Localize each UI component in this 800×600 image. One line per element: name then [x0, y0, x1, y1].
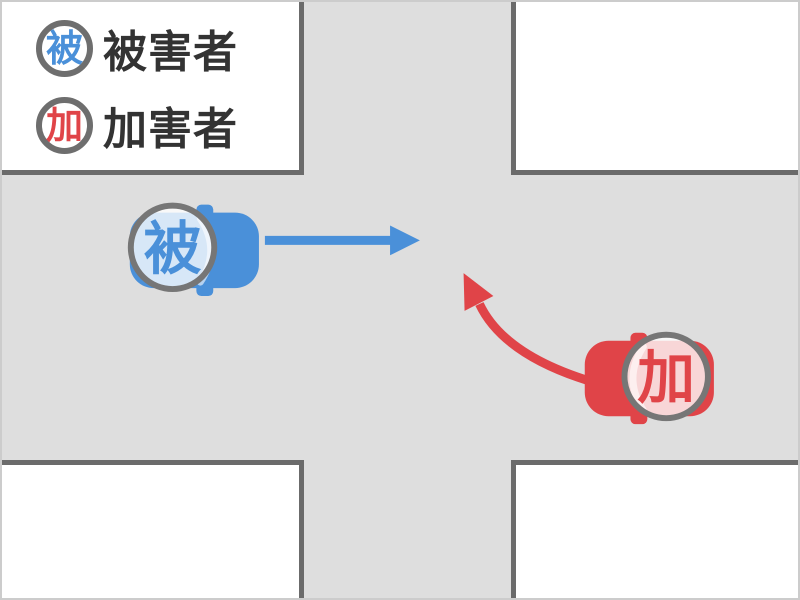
perpetrator-symbol: 加 [46, 104, 83, 146]
perpetrator-symbol-badge: 加 [36, 96, 93, 154]
legend-item-perpetrator: 加 加害者 [36, 93, 299, 157]
corner-block-bottom-left [2, 460, 304, 598]
perpetrator-car-badge-ring [621, 331, 711, 422]
perpetrator-label: 加害者 [103, 105, 238, 154]
victim-symbol-badge: 被 [36, 19, 93, 77]
legend-item-victim: 被 被害者 [36, 16, 299, 80]
corner-block-top-right [511, 2, 798, 175]
perpetrator-arrow-shaft [475, 301, 599, 388]
perpetrator-direction-arrow [463, 273, 599, 388]
victim-car-badge: 被 [127, 202, 218, 293]
perpetrator-car-badge-glyph: 加 [637, 346, 695, 410]
victim-car-badge-ring [127, 202, 218, 293]
victim-car-badge-glyph: 被 [144, 217, 202, 281]
corner-block-bottom-right [511, 460, 798, 598]
corner-block-top-left: 被 被害者 加 加害者 [2, 2, 304, 175]
victim-direction-arrow [264, 225, 420, 256]
perpetrator-arrow-head [463, 273, 494, 311]
victim-label: 被害者 [103, 28, 238, 77]
victim-arrow-head [390, 225, 420, 256]
perpetrator-car-badge: 加 [621, 331, 711, 422]
victim-symbol: 被 [46, 27, 83, 69]
legend: 被 被害者 加 加害者 [2, 2, 299, 157]
